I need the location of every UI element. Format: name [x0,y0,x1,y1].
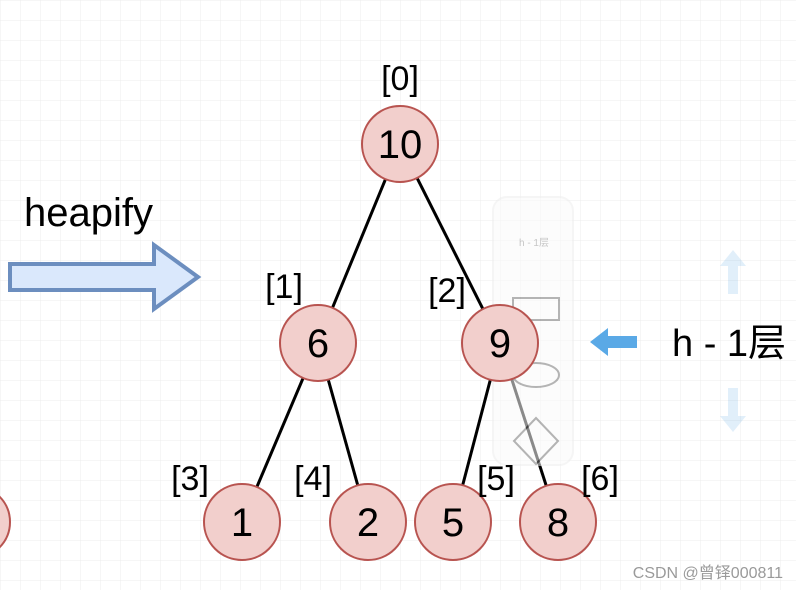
diamond-tool-icon[interactable] [512,416,560,466]
tree-node[interactable]: 9 [2] [428,272,539,382]
node-circle [461,304,539,382]
toolbar-caption: h - 1层 [519,237,549,249]
node-circle [414,483,492,561]
edge-n0-n2 [415,177,485,310]
node-value: 9 [489,322,511,366]
watermark: CSDN @曾铎000811 [633,564,783,582]
arrow-down-icon[interactable] [720,388,746,432]
node-value: 5 [442,501,464,545]
offscreen-node [0,495,11,549]
edge-n2-n5 [461,379,492,486]
node-index-label: [0] [381,60,419,98]
node-value: 6 [307,322,329,366]
node-circle [329,483,407,561]
node-value: 8 [547,501,569,545]
node-index-label: [6] [581,460,619,498]
edge-n1-n4 [326,379,360,486]
node-index-label: [3] [171,460,209,498]
node-index-label: [1] [265,268,303,306]
node-index-label: [4] [294,460,332,498]
node-circle [203,483,281,561]
tree-node[interactable]: 8 [6] [519,460,619,561]
heapify-label: heapify [24,191,153,235]
node-circle [519,483,597,561]
tree-node[interactable]: 1 [3] [171,460,281,561]
tree-node[interactable]: 2 [4] [294,460,407,561]
tree-node[interactable]: 10 [0] [361,60,439,183]
arrow-up-icon[interactable] [720,250,746,294]
edge-n1-n3 [255,377,305,488]
node-circle [361,105,439,183]
node-circle [279,304,357,382]
node-value: 2 [357,501,379,545]
node-index-label: [5] [477,460,515,498]
edge-n0-n1 [331,178,387,309]
tree-nodes: 10 [0] 6[1] 9 [2] 1 [3] 2 [4] 5 [5] 8 [6] [171,60,619,561]
node-value: 1 [231,501,253,545]
node-index-label: [2] [428,272,466,310]
node-value: 10 [378,123,423,167]
heapify-arrow-icon [8,241,202,313]
tree-node[interactable]: 6[1] [265,268,357,382]
arrow-left-icon [590,328,637,356]
connect-arrows[interactable] [720,250,746,432]
level-label: h - 1层 [672,323,786,365]
tree-node[interactable]: 5 [5] [414,460,515,561]
